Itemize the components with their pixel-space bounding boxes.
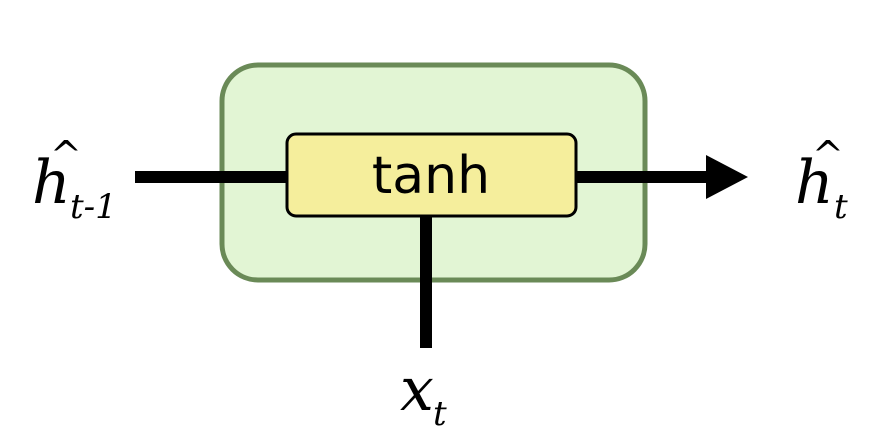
tanh-gate-box	[285, 132, 578, 218]
prev-hidden-subscript: t-1	[70, 187, 117, 227]
input-subscript: t	[433, 394, 447, 434]
next-hidden-subscript: t	[834, 187, 848, 227]
output-arrowhead	[706, 155, 748, 199]
next-hidden-label: ^ h t	[795, 133, 848, 227]
next-hidden-symbol: h	[795, 148, 834, 218]
input-symbol: x	[400, 355, 434, 425]
input-label: x t	[400, 355, 447, 434]
prev-hidden-label: ^ h t-1	[32, 133, 117, 227]
prev-hidden-accent: ^	[50, 133, 82, 177]
tanh-gate-label: tanh	[372, 146, 490, 206]
prev-hidden-symbol: h	[32, 148, 71, 218]
next-hidden-accent: ^	[812, 133, 844, 177]
